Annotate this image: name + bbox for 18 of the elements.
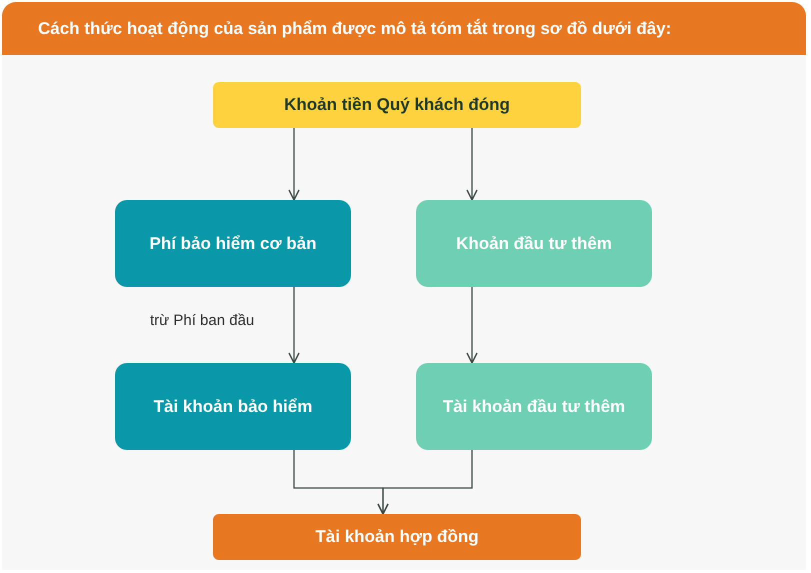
arrow bbox=[288, 287, 300, 364]
payment-box bbox=[213, 82, 581, 128]
arrow bbox=[466, 128, 478, 201]
arrow bbox=[288, 128, 300, 201]
arrow bbox=[466, 287, 478, 364]
node-label: Phí bảo hiểm cơ bản bbox=[149, 232, 316, 254]
node-label: Khoản tiền Quý khách đóng bbox=[284, 94, 510, 116]
process-box bbox=[416, 200, 652, 287]
node-label: Tài khoản đầu tư thêm bbox=[442, 396, 626, 418]
process-box bbox=[115, 200, 351, 287]
arrow bbox=[377, 450, 473, 515]
account-box bbox=[115, 363, 351, 450]
account-box bbox=[416, 363, 652, 450]
header-title: Cách thức hoạt động của sản phẩm được mô tả tóm tắt trong sơ đồ dưới đây: bbox=[38, 18, 672, 40]
contract-account-box bbox=[213, 514, 581, 560]
node-label: Khoản đầu tư thêm bbox=[456, 232, 612, 254]
node-label: Tài khoản bảo hiểm bbox=[154, 396, 312, 418]
node-label: Tài khoản hợp đồng bbox=[315, 526, 479, 548]
